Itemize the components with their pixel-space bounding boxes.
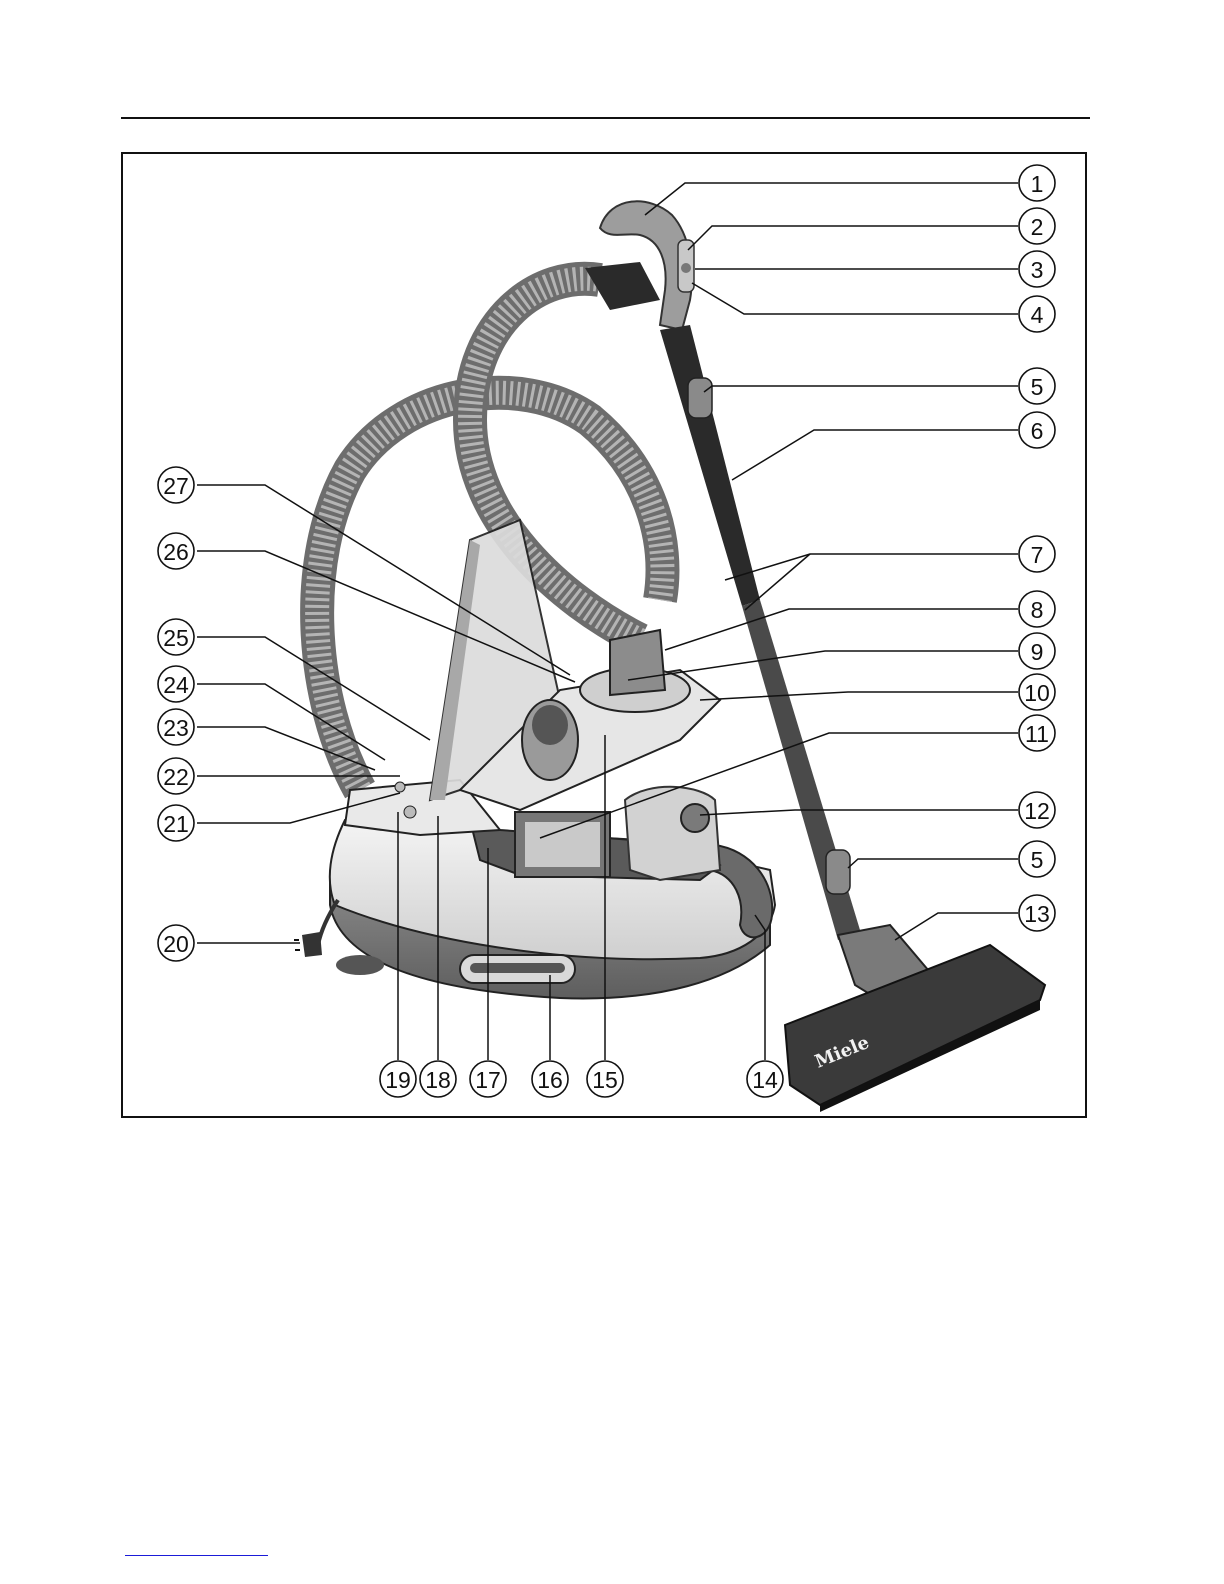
callout-24: 24: [158, 666, 194, 702]
callout-23: 23: [158, 709, 194, 745]
callout-5-top: 5: [1019, 368, 1055, 404]
callout-25: 25: [158, 619, 194, 655]
hose-connector-socket: [610, 630, 665, 695]
callout-1: 1: [1019, 165, 1055, 201]
callout-5-bottom: 5: [1019, 841, 1055, 877]
callout-11: 11: [1019, 715, 1055, 751]
dust-bag-collar: [681, 804, 709, 832]
callout-13: 13: [1019, 895, 1055, 931]
svg-text:5: 5: [1031, 374, 1044, 400]
svg-text:15: 15: [592, 1067, 618, 1093]
callout-20: 20: [158, 925, 194, 961]
callout-19: 19: [380, 1061, 416, 1097]
wand-release-bottom: [826, 850, 850, 894]
svg-text:2: 2: [1031, 214, 1044, 240]
svg-text:26: 26: [163, 539, 189, 565]
svg-text:25: 25: [163, 625, 189, 651]
dust-bag: [625, 787, 720, 880]
svg-text:14: 14: [752, 1067, 778, 1093]
vacuum-illustration: Miele: [294, 201, 1045, 1112]
svg-text:23: 23: [163, 715, 189, 741]
callout-6: 6: [1019, 412, 1055, 448]
svg-text:8: 8: [1031, 597, 1044, 623]
svg-text:16: 16: [537, 1067, 563, 1093]
callout-7: 7: [1019, 536, 1055, 572]
canister-foot: [336, 955, 384, 975]
callout-14: 14: [747, 1061, 783, 1097]
svg-text:19: 19: [385, 1067, 411, 1093]
svg-text:6: 6: [1031, 418, 1044, 444]
callout-26: 26: [158, 533, 194, 569]
svg-text:1: 1: [1031, 171, 1044, 197]
svg-text:4: 4: [1031, 302, 1044, 328]
callout-3: 3: [1019, 251, 1055, 287]
handle-button-icon: [681, 263, 691, 273]
svg-text:5: 5: [1031, 847, 1044, 873]
svg-text:22: 22: [163, 764, 189, 790]
svg-text:13: 13: [1024, 901, 1050, 927]
callout-12: 12: [1019, 792, 1055, 828]
callout-21: 21: [158, 805, 194, 841]
footer-link-underline[interactable]: [125, 1555, 268, 1556]
svg-text:24: 24: [163, 672, 189, 698]
callout-2: 2: [1019, 208, 1055, 244]
svg-text:9: 9: [1031, 639, 1044, 665]
callout-15: 15: [587, 1061, 623, 1097]
svg-text:17: 17: [475, 1067, 501, 1093]
power-switch-icon: [395, 782, 405, 792]
callout-8: 8: [1019, 591, 1055, 627]
svg-text:27: 27: [163, 473, 189, 499]
cord-rewind-button-icon: [404, 806, 416, 818]
callout-16: 16: [532, 1061, 568, 1097]
svg-text:18: 18: [425, 1067, 451, 1093]
hose-handle-collar: [585, 262, 660, 310]
svg-text:20: 20: [163, 931, 189, 957]
callout-18: 18: [420, 1061, 456, 1097]
plug-icon: [302, 932, 322, 957]
callout-17: 17: [470, 1061, 506, 1097]
wand-release-top: [688, 378, 712, 418]
callout-4: 4: [1019, 296, 1055, 332]
svg-text:21: 21: [163, 811, 189, 837]
svg-text:12: 12: [1024, 798, 1050, 824]
svg-text:11: 11: [1025, 721, 1049, 747]
svg-text:3: 3: [1031, 257, 1044, 283]
svg-text:7: 7: [1031, 542, 1044, 568]
svg-text:10: 10: [1024, 680, 1050, 706]
callout-9: 9: [1019, 633, 1055, 669]
callout-27: 27: [158, 467, 194, 503]
callout-10: 10: [1019, 674, 1055, 710]
callout-22: 22: [158, 758, 194, 794]
